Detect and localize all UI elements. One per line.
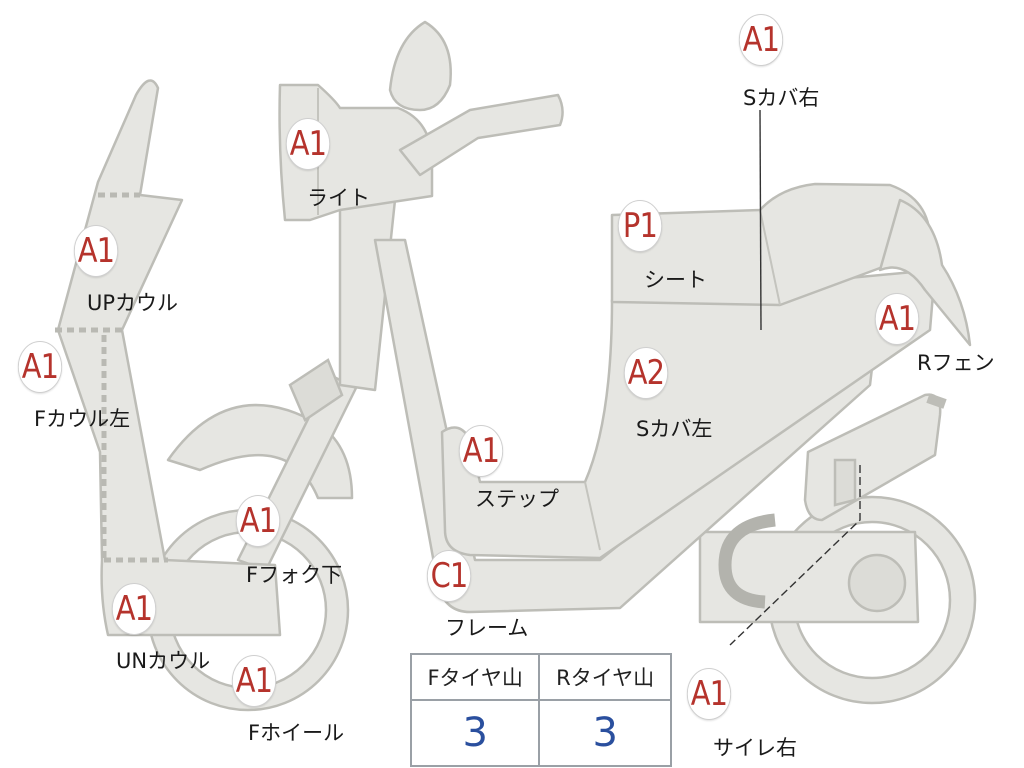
- table-row: 3 3: [409, 699, 672, 767]
- part-label-step: ステップ: [475, 487, 559, 511]
- grade-badge-step: A1: [458, 425, 504, 477]
- part-label-frame: フレーム: [445, 616, 529, 640]
- part-label-up-cowl: UPカウル: [87, 291, 179, 315]
- grade-badge-seat: P1: [617, 200, 663, 252]
- part-label-muffler-right: サイレ右: [713, 736, 797, 760]
- grade-badge-f-cowl-left: A1: [17, 341, 63, 393]
- grade-badge-s-cover-left: A2: [623, 347, 669, 399]
- part-label-f-fork-lower: Fフォク下: [246, 563, 343, 587]
- grade-badge-up-cowl: A1: [73, 225, 119, 277]
- grade-badge-f-fork-lower: A1: [235, 495, 281, 547]
- table-header-row: Fタイヤ山 Rタイヤ山: [409, 653, 672, 701]
- part-label-f-cowl-left: Fカウル左: [34, 407, 131, 431]
- grade-badge-un-cowl: A1: [111, 583, 157, 635]
- part-label-light: ライト: [307, 186, 370, 210]
- grade-badge-f-wheel: A1: [231, 655, 277, 707]
- muffler: [803, 393, 947, 522]
- front-cowl: [55, 79, 282, 637]
- value-f-tire-tread: 3: [409, 699, 541, 767]
- part-label-un-cowl: UNカウル: [116, 649, 211, 673]
- rear-fender-shape: [878, 198, 972, 347]
- engine-unit: [698, 513, 920, 624]
- value-r-tire-tread: 3: [538, 699, 672, 767]
- grade-badge-s-cover-right: A1: [738, 14, 784, 66]
- handlebar: [398, 93, 564, 177]
- leader-s-cover-right: [759, 109, 762, 331]
- header-r-tire-tread: Rタイヤ山: [538, 653, 672, 701]
- part-label-s-cover-left: Sカバ左: [636, 417, 713, 441]
- grade-badge-muffler-right: A1: [686, 668, 732, 720]
- fork-collar: [288, 358, 344, 422]
- part-label-r-fender: Rフェン: [917, 351, 995, 375]
- part-label-seat: シート: [644, 268, 707, 292]
- part-label-f-wheel: Fホイール: [248, 721, 345, 745]
- grade-badge-r-fender: A1: [874, 293, 920, 345]
- tire-tread-table: Fタイヤ山 Rタイヤ山 3 3: [409, 653, 672, 767]
- grade-badge-light: A1: [285, 118, 331, 170]
- header-f-tire-tread: Fタイヤ山: [409, 653, 541, 701]
- mirror: [388, 20, 452, 112]
- grade-badge-frame: C1: [426, 550, 472, 602]
- leader-muffler-right: [729, 465, 861, 646]
- part-label-s-cover-right: Sカバ右: [743, 86, 820, 110]
